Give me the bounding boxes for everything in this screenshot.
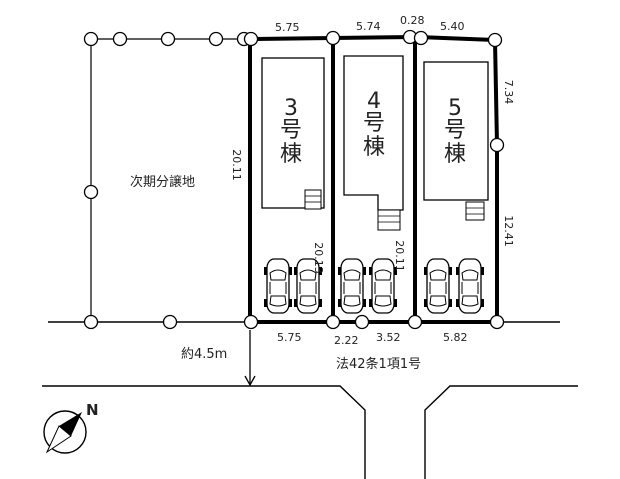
dim-lot-3-left-depth: 20.11 — [230, 149, 243, 181]
dim-lot-4-right-depth: 20.11 — [393, 240, 406, 272]
car-icon — [423, 258, 453, 314]
house-3-footprint — [261, 57, 325, 209]
lot-4-number: 4 — [367, 89, 381, 114]
car-icon — [455, 258, 485, 314]
compass-north-icon — [43, 410, 87, 454]
stairs-icon — [465, 201, 485, 221]
stairs-icon — [304, 189, 322, 210]
road-legal-label: 法42条1項1号 — [336, 356, 421, 372]
lot-5-number: 5 — [448, 96, 462, 121]
lot-4-suffix-char-2: 棟 — [363, 135, 385, 160]
dim-lot-3-bottom: 5.75 — [277, 331, 302, 344]
house-5-footprint — [423, 61, 489, 201]
stairs-icon — [377, 209, 401, 231]
lot-3-suffix-char-2: 棟 — [280, 142, 302, 167]
road-width-arrow — [244, 330, 256, 387]
lot-divider-4-5 — [408, 35, 417, 322]
dim-lot-3-top: 5.75 — [275, 21, 300, 34]
lot-4-suffix-char-1: 号 — [363, 111, 385, 136]
road-far-edge-right — [424, 385, 578, 479]
dim-lot-5-side-upper: 7.34 — [502, 80, 515, 105]
boundary-markers — [83, 29, 505, 330]
next-phase-lot-label: 次期分譲地 — [130, 174, 195, 190]
lot-5-suffix-char-1: 号 — [444, 118, 466, 143]
car-icon — [337, 258, 367, 314]
lot-3-suffix-char-1: 号 — [280, 118, 302, 143]
car-icon — [368, 258, 398, 314]
dim-lot-4-bottom: 2.22 — [334, 334, 359, 347]
dim-lot-4-top: 5.74 — [356, 20, 381, 33]
dim-lot-3-right-depth: 20.13 — [312, 242, 325, 274]
north-label: N — [86, 401, 99, 419]
road-far-edge-left — [42, 385, 366, 479]
lot-5-suffix-char-2: 棟 — [444, 142, 466, 167]
dim-bottom-small: 3.52 — [376, 331, 401, 344]
dim-top-small: 0.28 — [400, 14, 425, 27]
car-icon — [263, 258, 293, 314]
dim-lot-5-bottom: 5.82 — [443, 331, 468, 344]
road-width-label: 約4.5m — [181, 347, 227, 362]
dim-lot-5-top: 5.40 — [440, 20, 465, 33]
lot-3-number: 3 — [284, 96, 298, 121]
site-boundary — [248, 35, 499, 324]
dim-lot-5-side-lower: 12.41 — [502, 215, 515, 247]
